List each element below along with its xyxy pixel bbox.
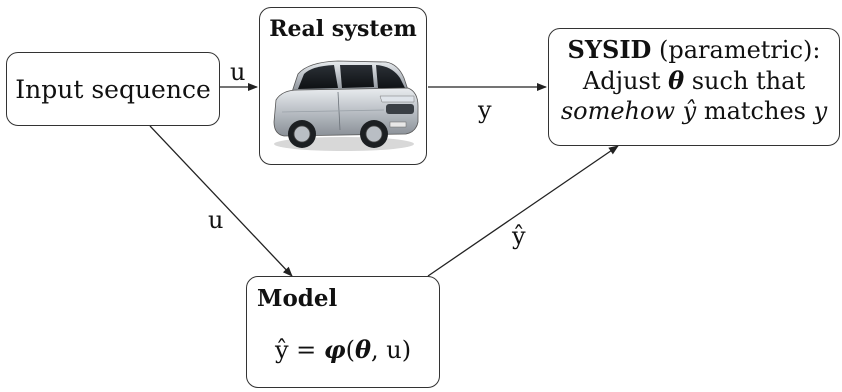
sysid-title-suffix: (parametric): bbox=[651, 36, 821, 64]
yhat-symbol: ŷ bbox=[682, 97, 697, 126]
sysid-line-2: Adjust θ such that bbox=[549, 66, 839, 97]
input-sequence-box: Input sequence bbox=[6, 52, 220, 126]
model-title: Model bbox=[257, 285, 338, 312]
edge-label-u-top: u bbox=[230, 58, 246, 86]
car-icon bbox=[268, 52, 420, 156]
edge-label-yhat: ŷ bbox=[512, 222, 526, 250]
equation-rest: , u) bbox=[370, 336, 412, 364]
sysid-box: SYSID (parametric): Adjust θ such that s… bbox=[548, 28, 840, 146]
sysid-line3-italic: somehow bbox=[560, 97, 676, 126]
real-system-box: Real system bbox=[259, 7, 427, 165]
sysid-title: SYSID bbox=[567, 35, 652, 64]
real-system-title: Real system bbox=[269, 16, 417, 42]
equation-lhs: ŷ = bbox=[274, 336, 324, 364]
model-equation: ŷ = φ(θ, u) bbox=[247, 335, 439, 364]
edge-label-y: y bbox=[478, 96, 492, 124]
arrow-model-to-sysid bbox=[427, 145, 619, 277]
input-sequence-label: Input sequence bbox=[15, 74, 211, 104]
theta-symbol: θ bbox=[354, 335, 371, 364]
sysid-line-3: somehow ŷ matches y bbox=[549, 96, 839, 127]
sysid-line3-middle: matches bbox=[696, 97, 814, 126]
edge-label-u-lower: u bbox=[208, 206, 224, 234]
sysid-line-1: SYSID (parametric): bbox=[549, 35, 839, 66]
arrow-input-to-model bbox=[149, 125, 293, 277]
theta-symbol: θ bbox=[668, 65, 685, 95]
phi-symbol: φ bbox=[323, 335, 346, 364]
model-box: Model ŷ = φ(θ, u) bbox=[246, 276, 440, 388]
sysid-line2-suffix: such that bbox=[684, 66, 806, 95]
equation-open-paren: ( bbox=[345, 336, 355, 364]
sysid-line2-prefix: Adjust bbox=[582, 66, 669, 95]
y-symbol: y bbox=[813, 97, 828, 126]
